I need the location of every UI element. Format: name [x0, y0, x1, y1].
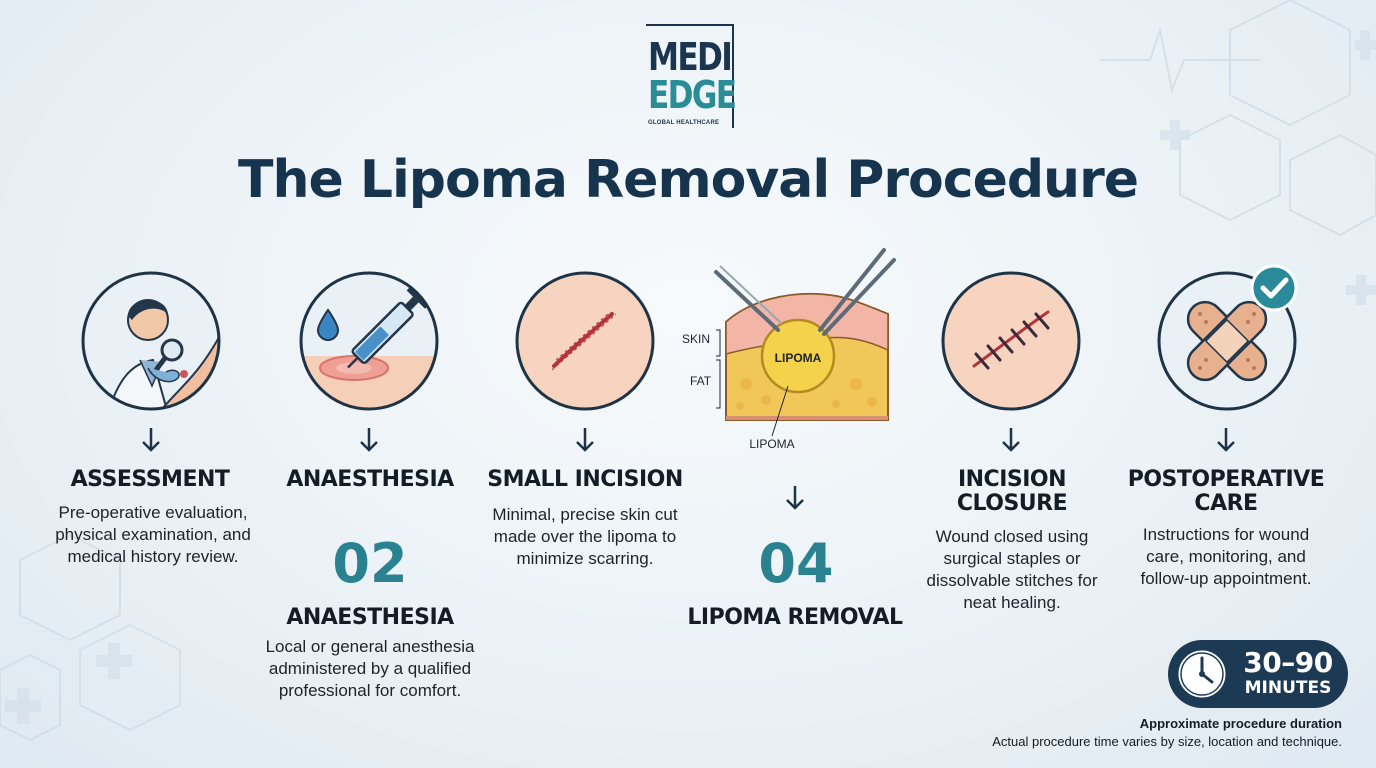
step-number-04: 04 — [758, 532, 834, 595]
step-subtitle-lipoma-removal: LIPOMA REMOVAL — [687, 605, 903, 630]
skin-label: SKIN — [682, 332, 710, 346]
step-desc-small-incision: Minimal, precise skin cut made over the … — [492, 505, 678, 568]
bandage-check-icon — [1157, 264, 1298, 411]
down-arrow-icon — [360, 428, 378, 452]
brand-logo: MEDI EDGE GLOBAL HEALTHCARE — [646, 24, 737, 134]
step-desc-assessment: Pre-operative evaluation, physical exami… — [55, 503, 251, 566]
step-desc-incision-closure: Wound closed using surgical staples or d… — [926, 527, 1098, 612]
duration-badge: 30–90 MINUTES — [1168, 640, 1348, 708]
logo-text-medi: MEDI — [648, 35, 733, 79]
down-arrow-icon — [1217, 428, 1235, 452]
down-arrow-icon — [142, 428, 160, 452]
step-subtitle-anaesthesia: ANAESTHESIA — [286, 605, 454, 630]
duration-unit: MINUTES — [1244, 678, 1332, 698]
stitched-wound-icon — [941, 271, 1081, 411]
step-desc-postoperative: Instructions for wound care, monitoring,… — [1140, 525, 1312, 588]
checkmark-icon — [1250, 264, 1298, 312]
skin-incision-icon — [515, 271, 655, 411]
step-desc-anaesthesia: Local or general anesthesia administered… — [265, 637, 475, 700]
step-title-incision-closure-line2: CLOSURE — [956, 491, 1068, 516]
fat-label: FAT — [690, 374, 712, 388]
logo-text-edge: EDGE — [648, 73, 737, 117]
lipoma-pointer-label: LIPOMA — [749, 437, 794, 451]
duration-value: 30–90 — [1243, 646, 1333, 679]
logo-frame — [646, 24, 734, 128]
syringe-injection-icon — [299, 271, 439, 411]
down-arrow-icon — [576, 428, 594, 452]
lipoma-cross-section-icon: LIPOMA SKIN FAT LIPOMA — [682, 248, 896, 451]
step-title-postoperative-line1: POSTOPERATIVE — [1127, 467, 1325, 492]
doctor-examining-arm-icon — [81, 271, 221, 411]
step-title-anaesthesia: ANAESTHESIA — [286, 467, 454, 492]
logo-tagline: GLOBAL HEALTHCARE — [648, 120, 720, 126]
step-title-postoperative-line2: CARE — [1194, 491, 1258, 516]
down-arrow-icon — [786, 486, 804, 510]
step-number-02: 02 — [332, 532, 408, 595]
down-arrow-icon — [1002, 428, 1020, 452]
step-title-small-incision: SMALL INCISION — [487, 467, 683, 492]
step-title-assessment: ASSESSMENT — [70, 467, 230, 492]
duration-caption: Approximate procedure duration — [1139, 716, 1342, 731]
duration-note: Actual procedure time varies by size, lo… — [992, 734, 1342, 749]
step-title-incision-closure-line1: INCISION — [957, 467, 1067, 492]
lipoma-inner-label: LIPOMA — [775, 351, 822, 365]
clock-icon — [1175, 647, 1229, 701]
page-title: The Lipoma Removal Procedure — [237, 150, 1139, 210]
